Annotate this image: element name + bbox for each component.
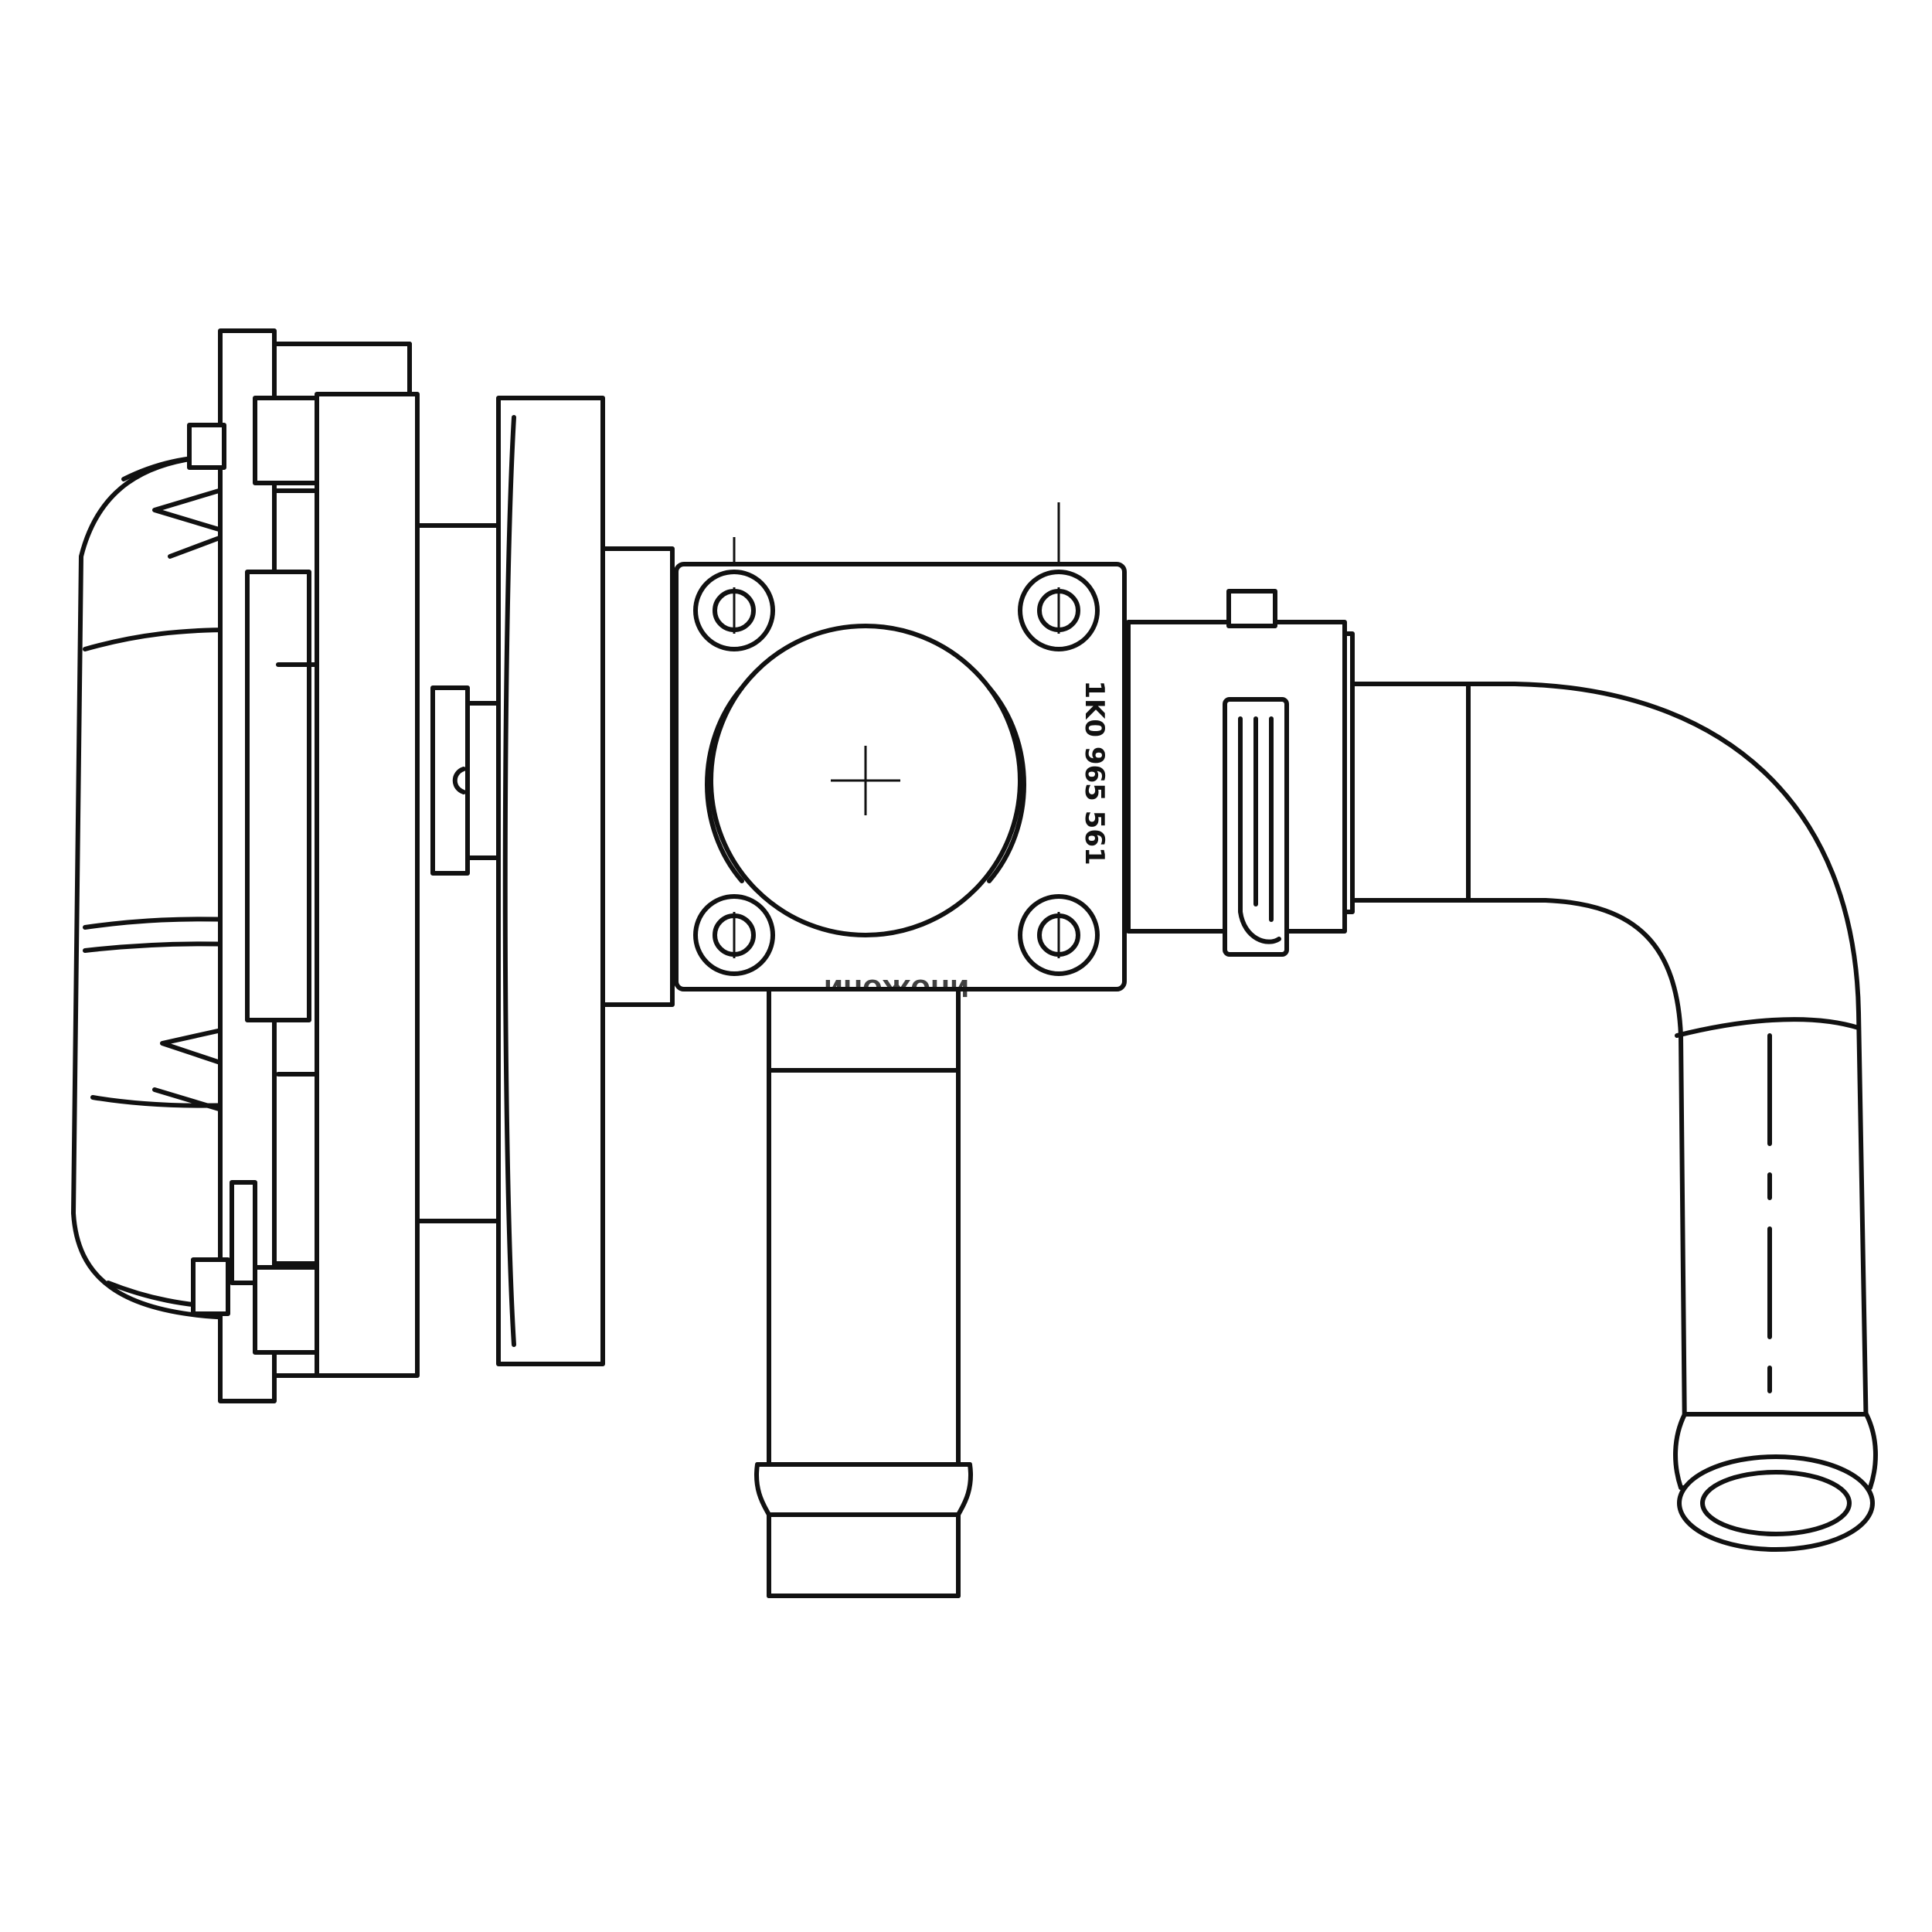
motor-body xyxy=(245,392,512,1378)
bolt-bottom-right xyxy=(1018,894,1100,976)
pump-housing xyxy=(496,396,675,1366)
part-number-engraving: 1K0 965 561 xyxy=(1079,680,1110,865)
motor-end-cap xyxy=(71,454,234,1320)
bolt-top-right xyxy=(1018,570,1100,651)
valve-body xyxy=(674,502,1127,992)
bent-hose-pipe xyxy=(1350,682,1878,1552)
bolt-bottom-left xyxy=(693,894,775,976)
outlet-pipe-lower xyxy=(754,987,973,1598)
bolt-top-left xyxy=(693,570,775,651)
retaining-clip xyxy=(1223,697,1289,957)
